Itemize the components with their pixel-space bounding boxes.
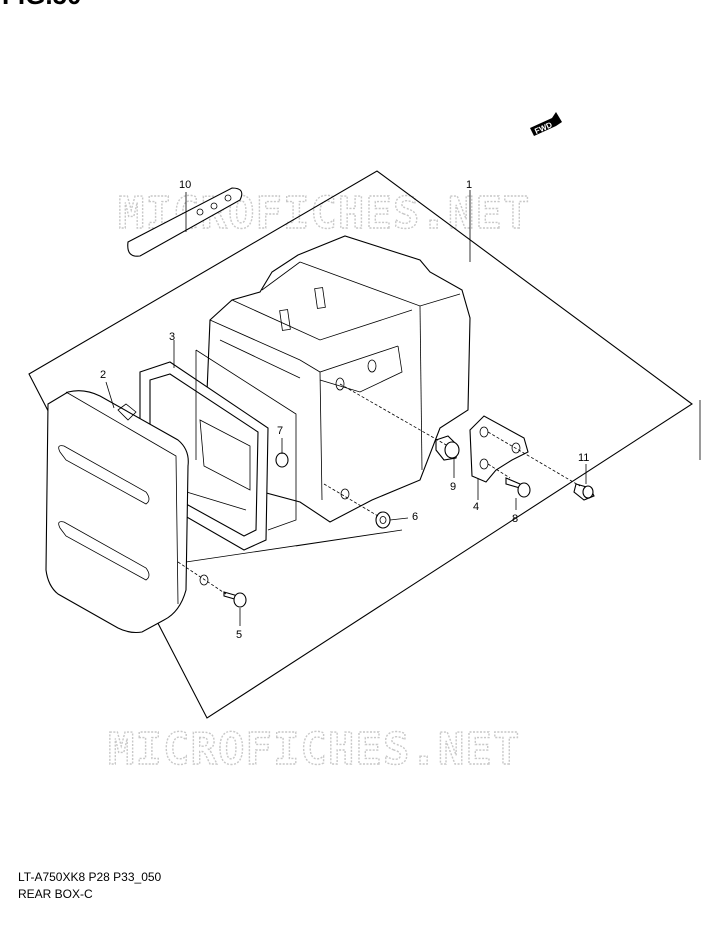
callout-6: 6 <box>412 511 418 523</box>
fwd-label: FWD <box>533 120 554 136</box>
callout-4: 4 <box>473 501 479 513</box>
watermark-bottom: MICROFICHES.NET <box>108 724 520 775</box>
callout-1: 1 <box>466 179 472 191</box>
forward-arrow-icon: FWD <box>530 112 562 136</box>
footer-part-name: REAR BOX-C <box>18 887 93 901</box>
assembly-line <box>487 463 511 479</box>
callout-7: 7 <box>277 425 283 437</box>
callout-5: 5 <box>236 629 242 641</box>
bracket-part <box>469 415 529 483</box>
leader-lines <box>105 190 587 626</box>
screw-part <box>223 591 247 608</box>
rear-box-body <box>204 235 471 523</box>
footer-model-code: LT-A750XK8 P28 P33_050 <box>18 870 162 884</box>
cover-part <box>45 390 209 634</box>
grommet-part <box>435 435 460 461</box>
strap-part <box>127 187 243 257</box>
assembly-line <box>487 431 581 487</box>
figure-title: FIG.50 <box>2 0 81 10</box>
callout-3: 3 <box>169 331 175 343</box>
bolt-part <box>505 477 531 498</box>
callout-8: 8 <box>512 513 518 525</box>
callout-9: 9 <box>450 481 456 493</box>
flange-bolt-part <box>573 483 595 501</box>
assembly-line <box>185 529 403 563</box>
callout-11: 11 <box>578 452 589 464</box>
assembly-line <box>339 383 449 447</box>
callout-2: 2 <box>100 369 106 381</box>
assembly-line <box>323 483 379 517</box>
callout-10: 10 <box>179 179 191 191</box>
